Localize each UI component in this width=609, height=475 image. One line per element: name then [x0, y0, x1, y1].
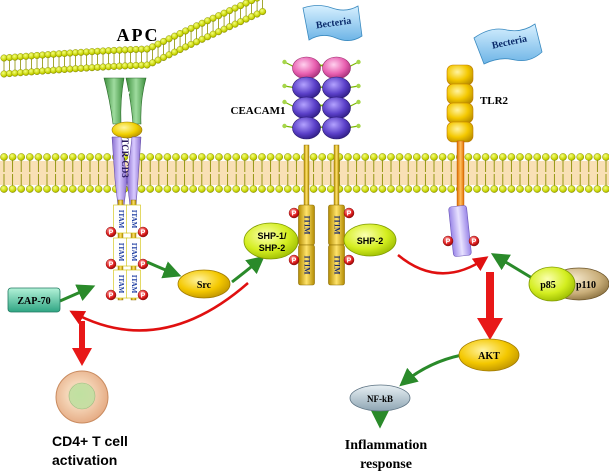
signaling-arrows [59, 253, 533, 429]
itam-label: ITAM [117, 275, 125, 294]
arrow-src-to-shp [231, 255, 265, 284]
arrow-tlr2-to-akt [477, 272, 503, 340]
phosphate-label: P [109, 293, 114, 300]
p85-p110-node [528, 266, 609, 302]
shp2-node [343, 223, 397, 257]
phosphate-circle [105, 226, 117, 238]
phosphate-circle [137, 289, 149, 301]
phosphate-circle [442, 235, 454, 247]
itam-label: ITAM [117, 243, 125, 262]
inflammation-line2: response [360, 457, 412, 472]
phosphate-label: P [141, 293, 146, 300]
phosphate-circle [343, 254, 355, 266]
apc-label: APC [117, 25, 160, 45]
itam-box [126, 269, 141, 299]
phosphate-label: P [109, 230, 114, 237]
phosphate-markers: P P P P P P P P P P P P [105, 207, 480, 301]
itim-box [298, 244, 315, 286]
itim-box [328, 244, 345, 286]
phosphate-circle [468, 235, 480, 247]
p110-label: p110 [576, 280, 596, 291]
phosphate-label: P [292, 211, 297, 218]
arrow-akt-to-nfkb [399, 353, 463, 387]
inflammation-line1: Inflammation [345, 438, 428, 453]
itam-label: ITAM [117, 210, 125, 229]
phosphate-circle [105, 289, 117, 301]
phosphate-label: P [292, 258, 297, 265]
itam-label: ITAM [130, 275, 138, 294]
arrow-zap70-to-tcr [59, 284, 96, 303]
phosphate-circle [288, 254, 300, 266]
arrow-zap70-to-activation [72, 321, 92, 366]
mhc-complex: MHC [103, 77, 147, 139]
phosphate-label: P [141, 230, 146, 237]
nfkb-node [349, 384, 411, 412]
src-node [177, 269, 231, 299]
itim-label: ITIM [303, 255, 312, 275]
arrow-shp2-to-tlr2 [397, 254, 489, 275]
phosphate-label: P [347, 258, 352, 265]
phosphate-label: P [472, 239, 477, 246]
phosphate-circle [137, 226, 149, 238]
phosphate-label: P [446, 239, 451, 246]
ceacam1-label: CEACAM1 [231, 105, 286, 117]
itim-label: ITIM [333, 215, 342, 235]
shp1-shp2-label-line1: SHP-1/ [257, 231, 287, 241]
itim-label: ITIM [333, 255, 342, 275]
apc-membrane [0, 0, 267, 78]
arrow-itam-to-src [146, 260, 182, 279]
zap70-node [7, 287, 61, 313]
itam-box [126, 204, 141, 234]
arrow-p85-to-tlr2 [490, 253, 533, 280]
cd4-activation-line2: activation [52, 452, 117, 468]
bacteria-label-1: Becteria [315, 16, 352, 32]
phosphate-circle [343, 207, 355, 219]
bacteria-ceacam1 [302, 5, 363, 41]
cd4-activation-line1: CD4+ T cell [52, 433, 128, 449]
tlr2-receptor [446, 64, 474, 257]
akt-label: AKT [478, 351, 500, 362]
itim-motifs: ITIM ITIM ITIM ITIM [298, 204, 345, 286]
phosphate-circle [288, 207, 300, 219]
shp2-label: SHP-2 [357, 236, 384, 246]
phosphate-label: P [141, 262, 146, 269]
itam-label: ITAM [130, 243, 138, 262]
zap70-label: ZAP-70 [17, 296, 50, 307]
shp1-shp2-label-line2: SHP-2 [259, 243, 286, 253]
antigen-peptide [111, 121, 143, 139]
phosphate-label: P [347, 211, 352, 218]
itim-label: ITIM [303, 215, 312, 235]
ceacam1-ig-domains [292, 56, 351, 140]
phosphate-circle [105, 258, 117, 270]
ceacam1-receptor: ITIM ITIM ITIM ITIM [282, 56, 361, 286]
tlr2-label: TLR2 [480, 95, 509, 107]
shp1-shp2-node [243, 222, 299, 260]
arrow-shp-to-zap70 [69, 282, 249, 332]
itam-label: ITAM [130, 210, 138, 229]
p85-label: p85 [540, 280, 556, 291]
itam-box [126, 237, 141, 267]
nfkb-label: NF-kB [367, 394, 393, 404]
phosphate-label: P [109, 262, 114, 269]
bacteria-tlr2 [473, 23, 543, 65]
itam-motifs: ITAM ITAM ITAM ITAM ITAM ITAM [113, 204, 141, 299]
tcr-cd3-label: TCR-CD3 [120, 138, 130, 178]
akt-node [458, 338, 520, 372]
src-label: Src [197, 280, 212, 291]
mhc-label: MHC [121, 91, 131, 113]
t-cell-icon [55, 370, 109, 424]
